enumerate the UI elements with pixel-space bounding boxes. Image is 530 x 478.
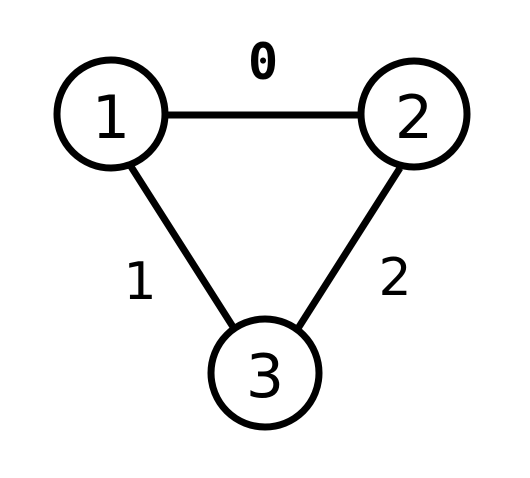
node-1-label: 1 <box>92 83 130 153</box>
node-2: 2 <box>357 57 471 171</box>
node-1: 1 <box>53 56 169 172</box>
node-3: 3 <box>207 315 323 431</box>
node-1-circle <box>53 56 169 172</box>
node-2-label: 2 <box>395 83 433 153</box>
edge-weight-1-3: 1 <box>123 252 156 312</box>
edge-weight-2-3: 2 <box>378 248 411 308</box>
node-2-circle <box>357 57 471 171</box>
node-3-label: 3 <box>246 342 284 412</box>
edge-1-3 <box>127 163 238 332</box>
edge-2-3 <box>294 166 403 332</box>
node-3-circle <box>207 315 323 431</box>
edge-weight-1-2: 0 <box>248 33 278 91</box>
